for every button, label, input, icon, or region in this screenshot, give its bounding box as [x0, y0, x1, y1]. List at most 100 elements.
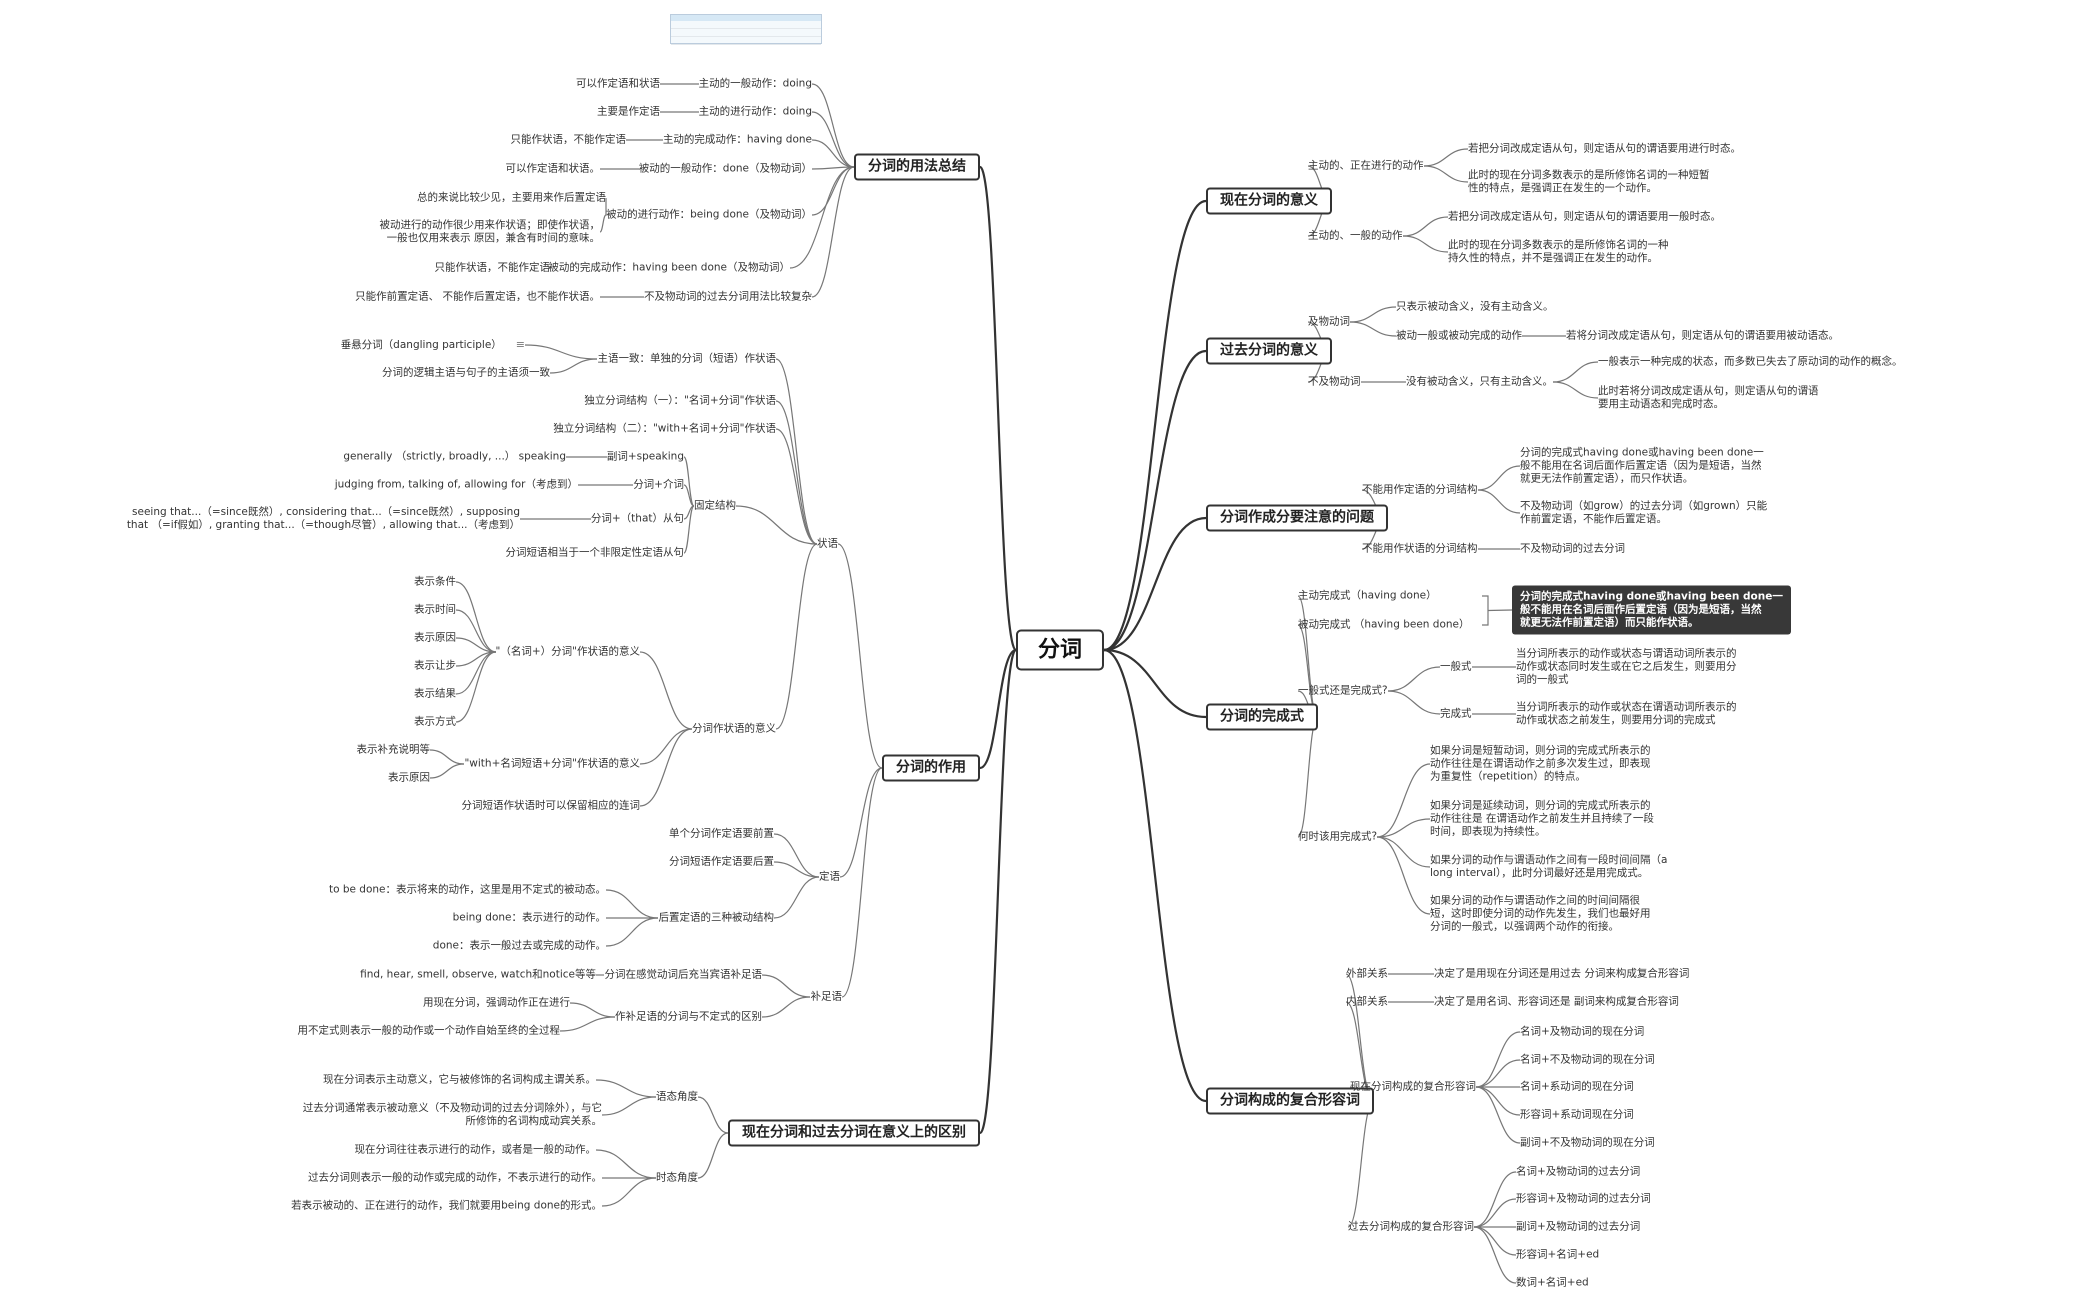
subtopic-s3[interactable]: 独立分词结构（二）："with+名词+分词"作状语 — [553, 422, 776, 435]
subtopic-f4[interactable]: 何时该用完成式? — [1298, 830, 1378, 843]
subtopic-a2[interactable]: 不能用作状语的分词结构 — [1362, 542, 1478, 555]
main-topic-bc[interactable]: 分词构成的复合形容词 — [1206, 1087, 1374, 1115]
subtopic-f2[interactable]: 被动完成式 （having been done） — [1298, 618, 1470, 631]
main-topic-bd[interactable]: 现在分词和过去分词在意义上的区别 — [728, 1119, 980, 1147]
subtopic-q2b[interactable]: 一般表示一种完成的状态，而多数已失去了原动词的动作的概念。 — [1598, 355, 1903, 368]
subtopic-u0[interactable]: 主动的一般动作：doing — [698, 77, 812, 90]
subtopic-d3[interactable]: 后置定语的三种被动结构 — [658, 911, 775, 924]
subtopic-g2c[interactable]: 若表示被动的、正在进行的动作，我们就要用being done的形式。 — [291, 1199, 602, 1212]
subtopic-c3[interactable]: 现在分词构成的复合形容词 — [1350, 1080, 1476, 1093]
subtopic-s5a4[interactable]: 表示结果 — [414, 687, 456, 700]
subtopic-un3[interactable]: 可以作定语和状语。 — [505, 162, 601, 175]
subtopic-s5c[interactable]: 分词短语作状语时可以保留相应的连词 — [461, 799, 641, 812]
subtopic-f1[interactable]: 主动完成式（having done） — [1298, 589, 1437, 602]
subtopic-c4_4[interactable]: 数词+名词+ed — [1516, 1276, 1589, 1289]
subtopic-c4_3[interactable]: 形容词+名词+ed — [1516, 1248, 1600, 1261]
subtopic-u3[interactable]: 被动的一般动作：done（及物动词） — [638, 162, 812, 175]
subtopic-d3c[interactable]: done：表示一般过去或完成的动作。 — [432, 939, 606, 952]
subtopic-un1[interactable]: 主要是作定语 — [597, 105, 660, 118]
subtopic-p1[interactable]: 主动的、正在进行的动作 — [1308, 159, 1424, 172]
subtopic-s5a1[interactable]: 表示时间 — [414, 603, 456, 616]
subtopic-c4[interactable]: 过去分词构成的复合形容词 — [1348, 1220, 1474, 1233]
subtopic-s1a[interactable]: 垂悬分词（dangling participle）≡ — [340, 338, 525, 351]
subtopic-s4a[interactable]: 副词+speaking — [606, 450, 684, 463]
subtopic-s[interactable]: 状语 — [817, 537, 838, 550]
subtopic-c3_1[interactable]: 名词+不及物动词的现在分词 — [1520, 1053, 1655, 1066]
subtopic-q2a[interactable]: 没有被动含义，只有主动含义。 — [1406, 375, 1553, 388]
subtopic-d3b[interactable]: being done：表示进行的动作。 — [452, 911, 606, 924]
main-topic-ba[interactable]: 分词作成分要注意的问题 — [1206, 504, 1388, 532]
subtopic-s4cn[interactable]: seeing that...（=since既然）, considering th… — [126, 506, 520, 531]
subtopic-s1[interactable]: 主语一致：单独的分词（短语）作状语 — [597, 352, 777, 365]
subtopic-q1b[interactable]: 被动一般或被动完成的动作 — [1396, 329, 1522, 342]
subtopic-s5[interactable]: 分词作状语的意义 — [692, 722, 776, 735]
subtopic-un0[interactable]: 可以作定语和状语 — [576, 77, 660, 90]
subtopic-a1b[interactable]: 不及物动词（如grow）的过去分词（如grown）只能作前置定语，不能作后置定语… — [1520, 500, 1768, 525]
central-topic[interactable]: 分词 — [1015, 629, 1105, 671]
subtopic-u6[interactable]: 不及物动词的过去分词用法比较复杂 — [644, 290, 812, 303]
subtopic-un2[interactable]: 只能作状语，不能作定语 — [510, 133, 627, 146]
subtopic-s4an[interactable]: generally （strictly, broadly, ...） speak… — [343, 450, 566, 463]
subtopic-s4c[interactable]: 分词+（that）从句 — [590, 512, 684, 525]
main-topic-bf[interactable]: 分词的完成式 — [1206, 703, 1318, 731]
subtopic-s4b[interactable]: 分词+介词 — [633, 478, 684, 491]
subtopic-p1a[interactable]: 若把分词改成定语从句，则定语从句的谓语要用进行时态。 — [1468, 142, 1741, 155]
subtopic-c1a[interactable]: 决定了是用现在分词还是用过去 分词来构成复合形容词 — [1434, 967, 1690, 980]
subtopic-f3an[interactable]: 当分词所表示的动作或状态与谓语动词所表示的动作或状态同时发生或在它之后发生，则要… — [1516, 647, 1737, 686]
subtopic-g1[interactable]: 语态角度 — [656, 1090, 698, 1103]
subtopic-g2[interactable]: 时态角度 — [656, 1171, 698, 1184]
subtopic-f4d[interactable]: 如果分词的动作与谓语动作之间的时间间隔很短，这时即使分词的动作先发生，我们也最好… — [1430, 894, 1651, 933]
subtopic-s5a2[interactable]: 表示原因 — [414, 631, 456, 644]
main-topic-bfn[interactable]: 分词的作用 — [882, 754, 980, 782]
subtopic-q1c[interactable]: 若将分词改成定语从句，则定语从句的谓语要用被动语态。 — [1566, 329, 1839, 342]
callout-note[interactable]: 分词的完成式having done或having been done一般不能用在… — [1512, 585, 1791, 635]
subtopic-s5a5[interactable]: 表示方式 — [414, 715, 456, 728]
subtopic-un6[interactable]: 只能作状语，不能作定语 — [434, 261, 551, 274]
subtopic-un5[interactable]: 被动进行的动作很少用来作状语；即使作状语，一般也仅用来表示 原因，兼含有时间的意… — [379, 219, 601, 244]
subtopic-c3_0[interactable]: 名词+及物动词的现在分词 — [1520, 1025, 1645, 1038]
main-topic-bpa[interactable]: 过去分词的意义 — [1206, 337, 1332, 365]
subtopic-f3bn[interactable]: 当分词所表示的动作或状态在谓语动词所表示的动作或状态之前发生，则要用分词的完成式 — [1516, 701, 1737, 726]
subtopic-p2[interactable]: 主动的、一般的动作 — [1308, 229, 1403, 242]
subtopic-e[interactable]: 补足语 — [810, 990, 843, 1003]
subtopic-c2a[interactable]: 决定了是用名词、形容词还是 副词来构成复合形容词 — [1434, 995, 1679, 1008]
subtopic-s4d[interactable]: 分词短语相当于一个非限定性定语从句 — [505, 546, 685, 559]
subtopic-p1b[interactable]: 此时的现在分词多数表示的是所修饰名词的一种短暂性的特点，是强调正在发生的一个动作… — [1468, 169, 1710, 194]
subtopic-u1[interactable]: 主动的进行动作：doing — [698, 105, 812, 118]
subtopic-s5a0[interactable]: 表示条件 — [414, 575, 456, 588]
subtopic-s2[interactable]: 独立分词结构（一）："名词+分词"作状语 — [584, 394, 776, 407]
subtopic-c3_4[interactable]: 副词+不及物动词的现在分词 — [1520, 1136, 1655, 1149]
subtopic-s5b0[interactable]: 表示补充说明等 — [356, 743, 431, 756]
subtopic-d1[interactable]: 单个分词作定语要前置 — [669, 827, 774, 840]
subtopic-f3b[interactable]: 完成式 — [1440, 707, 1472, 720]
subtopic-c1[interactable]: 外部关系 — [1346, 967, 1388, 980]
subtopic-e1n[interactable]: find, hear, smell, observe, watch和notice… — [360, 968, 596, 981]
subtopic-s5a3[interactable]: 表示让步 — [414, 659, 456, 672]
subtopic-f3[interactable]: 一般式还是完成式? — [1298, 684, 1388, 697]
subtopic-d3a[interactable]: to be done：表示将来的动作，这里是用不定式的被动态。 — [328, 883, 606, 896]
note-icon[interactable]: ≡ — [515, 338, 525, 351]
subtopic-s1b[interactable]: 分词的逻辑主语与句子的主语须一致 — [382, 366, 550, 379]
subtopic-e2b[interactable]: 用不定式则表示一般的动作或一个动作自始至终的全过程 — [297, 1024, 561, 1037]
subtopic-a1a[interactable]: 分词的完成式having done或having been done一般不能用在… — [1520, 446, 1764, 485]
subtopic-g2a[interactable]: 现在分词往往表示进行的动作，或者是一般的动作。 — [354, 1143, 597, 1156]
subtopic-u4[interactable]: 被动的进行动作：being done（及物动词） — [606, 208, 812, 221]
subtopic-d2[interactable]: 分词短语作定语要后置 — [669, 855, 774, 868]
main-topic-bp[interactable]: 现在分词的意义 — [1206, 187, 1332, 215]
subtopic-un7[interactable]: 只能作前置定语、 不能作后置定语，也不能作状语。 — [355, 290, 600, 303]
subtopic-q2[interactable]: 不及物动词 — [1308, 375, 1361, 388]
main-topic-bu[interactable]: 分词的用法总结 — [854, 153, 980, 181]
subtopic-q1a[interactable]: 只表示被动含义，没有主动含义。 — [1396, 300, 1554, 313]
subtopic-u2[interactable]: 主动的完成动作：having done — [662, 133, 812, 146]
subtopic-e2a[interactable]: 用现在分词，强调动作正在进行 — [423, 996, 570, 1009]
subtopic-a1[interactable]: 不能用作定语的分词结构 — [1362, 483, 1478, 496]
subtopic-s5a[interactable]: "（名词+）分词"作状语的意义 — [495, 645, 640, 658]
subtopic-e2[interactable]: 作补足语的分词与不定式的区别 — [615, 1010, 762, 1023]
subtopic-g1b[interactable]: 过去分词通常表示被动意义（不及物动词的过去分词除外），与它所修饰的名词构成动宾关… — [302, 1102, 602, 1127]
subtopic-s5b1[interactable]: 表示原因 — [388, 771, 430, 784]
subtopic-f4a[interactable]: 如果分词是短暂动词，则分词的完成式所表示的动作往往是在谓语动作之前多次发生过，即… — [1430, 744, 1651, 783]
subtopic-c4_1[interactable]: 形容词+及物动词的过去分词 — [1516, 1192, 1651, 1205]
subtopic-f3a[interactable]: 一般式 — [1440, 660, 1472, 673]
subtopic-f4b[interactable]: 如果分词是延续动词，则分词的完成式所表示的动作往往是 在谓语动作之前发生并且持续… — [1430, 799, 1654, 838]
